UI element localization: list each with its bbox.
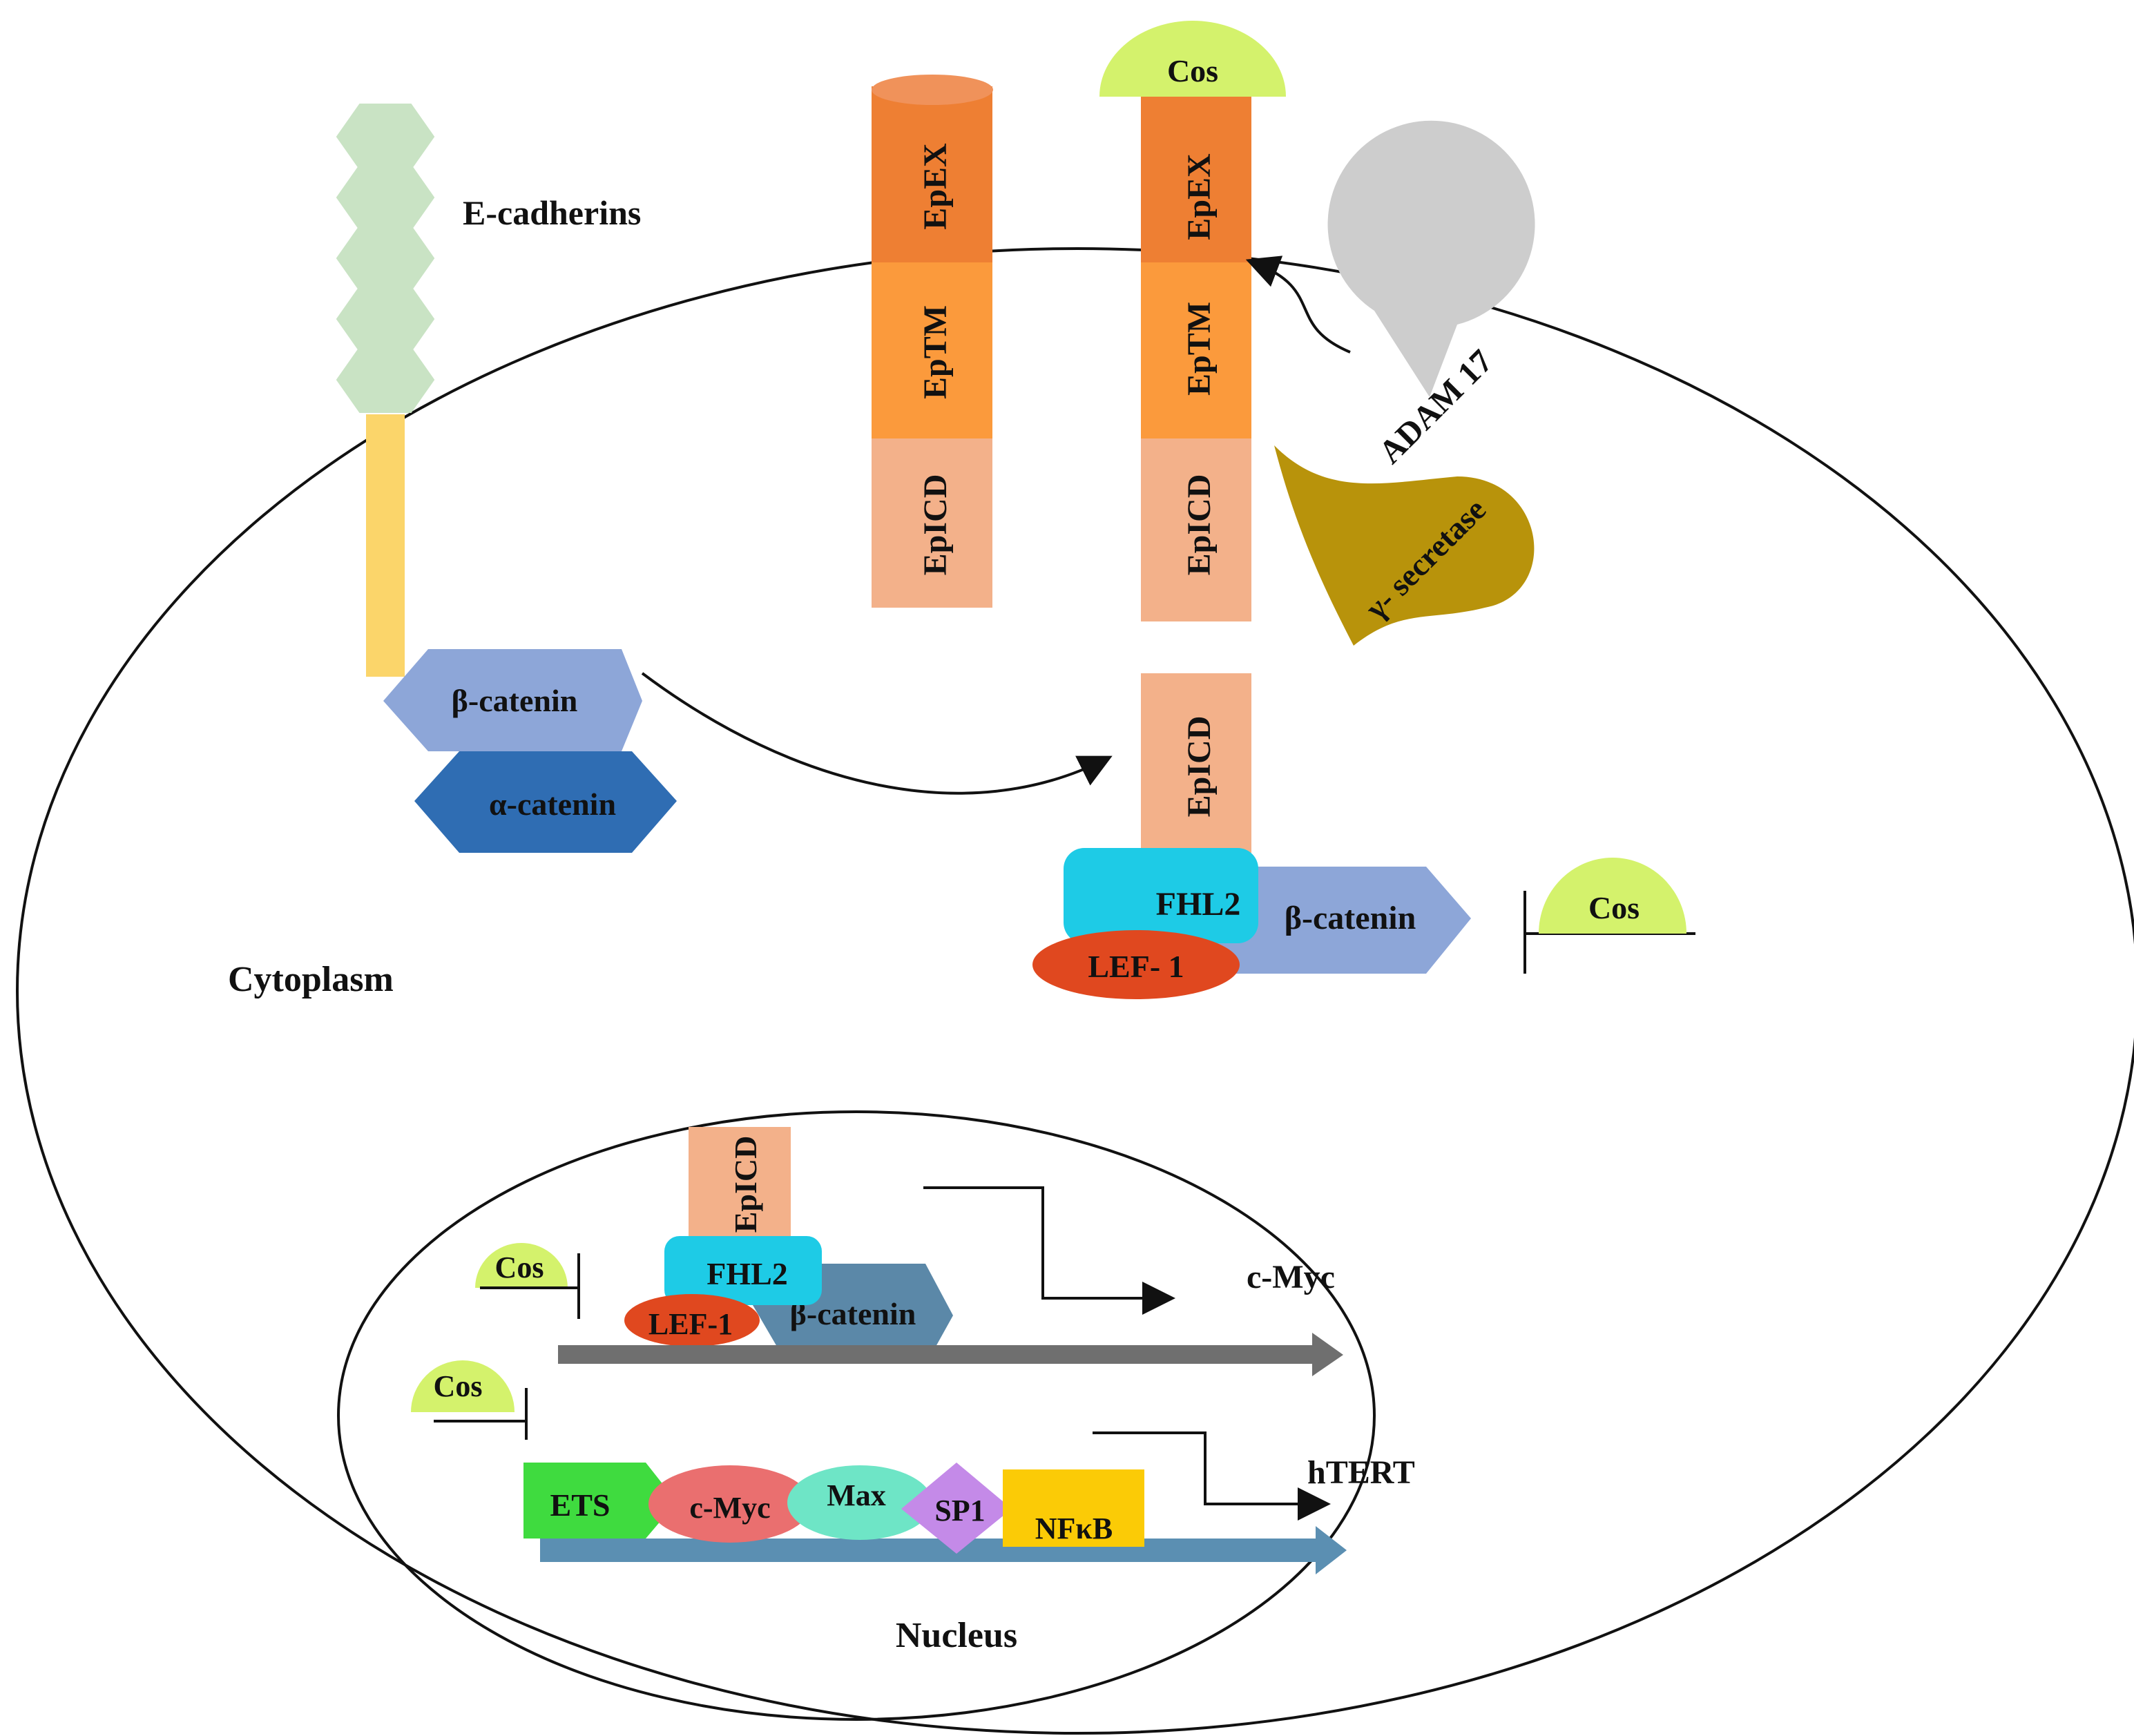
beta-catenin-membrane-label: β-catenin xyxy=(452,683,578,718)
curved-arrow-icon xyxy=(641,672,1113,795)
beta-catenin-cyto-label: β-catenin xyxy=(1285,900,1416,936)
adam17-arrow xyxy=(1245,255,1351,354)
nfkb-label: NFκB xyxy=(1035,1512,1113,1545)
cadherin-domain-hexagon xyxy=(336,164,435,231)
cos-label: Cos xyxy=(495,1251,544,1284)
blue-promoter-arrow xyxy=(540,1526,1347,1574)
cadherin-stalk xyxy=(366,414,405,677)
cos-label: Cos xyxy=(434,1369,483,1403)
cadherin-domain-hexagon xyxy=(336,225,435,291)
htert-transcription: ETS c-Myc Max SP1 NFκB hTERT xyxy=(523,1431,1415,1574)
max-label: Max xyxy=(827,1478,886,1512)
eptm-segment xyxy=(872,262,992,438)
beta-catenin-membrane-shape xyxy=(383,649,642,751)
max-shape xyxy=(787,1465,932,1540)
epicd-segment xyxy=(872,438,992,608)
e-cadherins-label: E-cadherins xyxy=(463,193,641,232)
cadherin-domain-hexagon xyxy=(336,286,435,352)
epex-label: EpEX xyxy=(1181,153,1218,240)
ets-shape xyxy=(523,1463,677,1539)
epcam-cleaved: Cos EpEX EpTM EpICD xyxy=(1099,21,1286,621)
alpha-catenin-shape xyxy=(414,751,677,853)
epicd-label: EpICD xyxy=(917,474,954,576)
cell-membrane xyxy=(16,247,2134,1735)
htert-label: hTERT xyxy=(1307,1454,1415,1491)
fhl2-nuclear-label: FHL2 xyxy=(706,1256,788,1291)
c-myc-box-label: c-Myc xyxy=(689,1491,770,1525)
cos-top-label: Cos xyxy=(1167,53,1218,88)
sp1-label: SP1 xyxy=(934,1494,985,1527)
epicd-segment xyxy=(1141,438,1251,621)
cos-inhibitor-cytoplasm: Cos xyxy=(1523,858,1695,974)
gamma-secretase-shape xyxy=(1274,445,1535,646)
epex-label: EpEX xyxy=(917,143,954,230)
adam17-shape xyxy=(1327,120,1535,397)
epex-segment xyxy=(1141,97,1251,262)
beta-catenin-cyto-shape xyxy=(1215,867,1471,974)
fhl2-label: FHL2 xyxy=(1156,886,1241,923)
lef1-shape xyxy=(1032,930,1240,999)
grey-promoter-arrow xyxy=(558,1333,1343,1376)
eptm-label: EpTM xyxy=(917,305,954,399)
epcam-uncleaved: EpEX EpTM EpICD xyxy=(872,75,993,608)
cos-top-shape xyxy=(1099,21,1286,97)
epicd-free-segment xyxy=(1141,673,1251,853)
hexagon-chain-icon xyxy=(336,104,435,413)
cadherin-domain-hexagon xyxy=(336,104,435,170)
alpha-catenin-label: α-catenin xyxy=(489,787,616,822)
lef1-nuclear-shape xyxy=(624,1294,760,1347)
sp1-shape xyxy=(901,1463,1012,1554)
eptm-label: EpTM xyxy=(1181,302,1218,396)
epicd-free-label: EpICD xyxy=(1181,716,1218,818)
eptm-segment xyxy=(1141,262,1251,438)
cos-inhibitor-nucleus-2: Cos xyxy=(411,1360,528,1440)
cos-shape xyxy=(1539,858,1686,934)
cos-shape xyxy=(411,1360,515,1412)
c-myc-box-shape xyxy=(648,1465,811,1543)
c-myc-label: c-Myc xyxy=(1247,1259,1335,1295)
epex-segment xyxy=(872,86,992,262)
nucleus-membrane xyxy=(337,1110,1376,1721)
epicd-nuclear-label: EpICD xyxy=(728,1136,763,1233)
lef1-nuclear-label: LEF-1 xyxy=(648,1307,733,1341)
htert-transcription-arrow xyxy=(1093,1431,1331,1521)
cadherin-domain-hexagon xyxy=(336,347,435,413)
nfkb-shape xyxy=(1003,1469,1144,1547)
c-myc-transcription: EpICD β-catenin FHL2 LEF-1 c-Myc xyxy=(558,1127,1343,1376)
cos-label: Cos xyxy=(1588,890,1640,925)
cos-inhibitor-nucleus-1: Cos xyxy=(475,1243,580,1319)
e-cadherin xyxy=(336,104,435,677)
fhl2-shape xyxy=(1064,848,1258,943)
epicd-label: EpICD xyxy=(1181,474,1218,576)
cos-shape xyxy=(475,1243,568,1288)
epex-cap xyxy=(872,75,993,105)
ets-label: ETS xyxy=(550,1487,611,1523)
fhl2-nuclear-shape xyxy=(664,1236,822,1305)
epicd-nuclear-segment xyxy=(689,1127,791,1244)
nucleus-label: Nucleus xyxy=(896,1616,1017,1655)
c-myc-transcription-arrow xyxy=(923,1186,1175,1315)
lef1-label: LEF- 1 xyxy=(1088,949,1184,984)
cytoplasm-label: Cytoplasm xyxy=(228,960,394,999)
cytoplasmic-complex: EpICD β-catenin FHL2 LEF- 1 xyxy=(1032,673,1471,999)
